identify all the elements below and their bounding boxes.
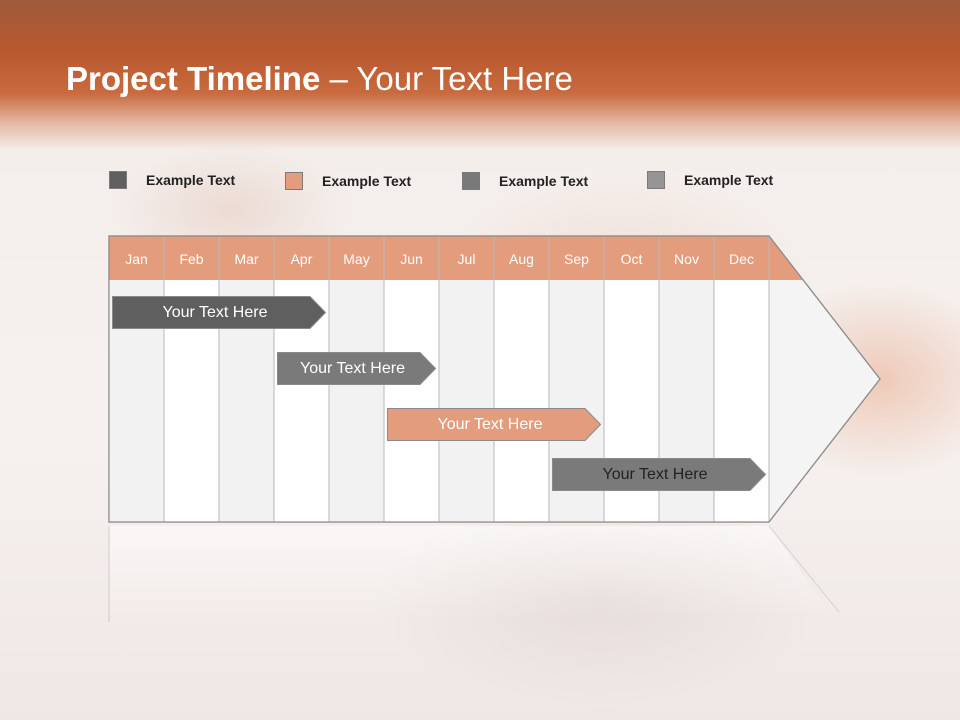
task-bar-1: Your Text Here: [112, 296, 326, 329]
task-bar-4: Your Text Here: [552, 458, 766, 491]
timeline-reflection: [109, 526, 829, 622]
task-bar-label: Your Text Here: [437, 416, 543, 433]
month-label-feb: Feb: [179, 251, 204, 267]
legend-swatch-4: [647, 171, 665, 189]
timeline-arrow-outline: [108, 235, 881, 523]
month-header-band: [109, 236, 803, 280]
month-label-dec: Dec: [729, 251, 754, 267]
month-label-jul: Jul: [457, 251, 476, 267]
task-bar-arrow: [277, 352, 436, 385]
task-bar-shape: [112, 296, 326, 329]
month-label-sep: Sep: [564, 251, 589, 267]
title-bold: Project Timeline: [66, 60, 321, 97]
month-label-apr: Apr: [290, 251, 313, 267]
legend-swatch-2: [285, 172, 303, 190]
legend-swatch-1: [109, 171, 127, 189]
task-bar-shape: [552, 458, 766, 491]
legend-label-3: Example Text: [499, 173, 589, 189]
month-label-mar: Mar: [234, 251, 259, 267]
task-bar-label: Your Text Here: [300, 360, 405, 377]
month-column-jul: [439, 280, 494, 522]
legend-swatch-3: [462, 172, 480, 190]
legend-label-1: Example Text: [146, 172, 236, 188]
page-title: Project Timeline – Your Text Here: [66, 60, 573, 98]
month-label-oct: Oct: [620, 251, 643, 267]
task-bar-arrow: [112, 296, 326, 329]
title-banner: [0, 0, 960, 150]
task-bar-2: Your Text Here: [277, 352, 436, 385]
month-label-jan: Jan: [125, 251, 148, 267]
month-column-jun: [384, 280, 439, 522]
task-bar-label: Your Text Here: [162, 304, 268, 321]
task-bar-3: Your Text Here: [387, 408, 601, 441]
month-column-may: [329, 280, 384, 522]
task-bar-arrow: [552, 458, 766, 491]
month-column-aug: [494, 280, 549, 522]
legend-label-2: Example Text: [322, 173, 412, 189]
reflection-edge: [768, 525, 840, 613]
month-label-nov: Nov: [674, 251, 699, 267]
month-label-may: May: [343, 251, 370, 267]
month-label-aug: Aug: [509, 251, 534, 267]
task-bar-label: Your Text Here: [602, 466, 708, 483]
month-label-jun: Jun: [400, 251, 423, 267]
task-bar-shape: [387, 408, 601, 441]
task-bar-arrow: [387, 408, 601, 441]
task-bar-shape: [277, 352, 436, 385]
title-rest: – Your Text Here: [320, 60, 573, 97]
legend-label-4: Example Text: [684, 172, 774, 188]
